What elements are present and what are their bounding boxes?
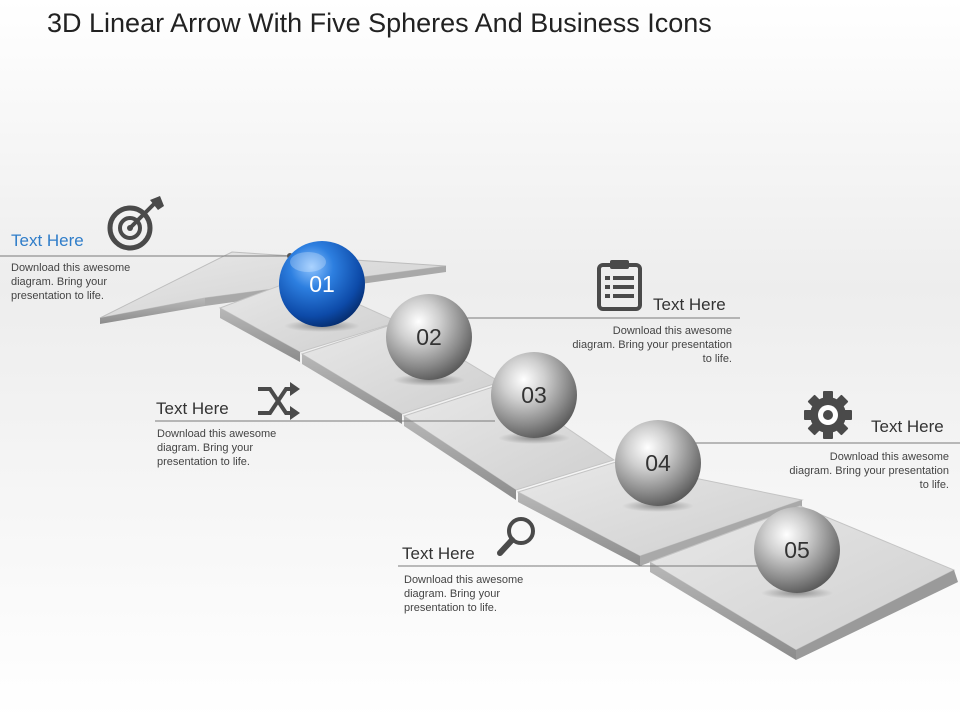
- shuffle-icon: [258, 382, 300, 420]
- sphere-5: 05: [754, 507, 840, 599]
- sphere-1: 01: [279, 241, 365, 332]
- step-5-heading: Text Here: [402, 544, 475, 563]
- clipboard-icon: [597, 260, 642, 311]
- target-icon: [107, 196, 164, 251]
- gear-icon: [804, 391, 852, 439]
- sphere-3: 03: [491, 352, 577, 444]
- step-4-heading: Text Here: [871, 417, 944, 436]
- step-2-heading: Text Here: [653, 295, 726, 314]
- step-2-body: Download this awesome diagram. Bring you…: [572, 325, 732, 365]
- step-1-body: Download this awesome diagram. Bring you…: [11, 262, 131, 302]
- connector-lines: [0, 255, 960, 567]
- sphere-number-4: 04: [645, 450, 671, 476]
- step-3-heading: Text Here: [156, 399, 229, 418]
- page-title: 3D Linear Arrow With Five Spheres And Bu…: [47, 8, 712, 38]
- magnifier-icon: [497, 517, 535, 556]
- step-5-body: Download this awesome diagram. Bring you…: [404, 574, 524, 614]
- sphere-4: 04: [615, 420, 701, 512]
- sphere-number-3: 03: [521, 382, 547, 408]
- sphere-number-1: 01: [309, 271, 335, 297]
- sphere-number-2: 02: [416, 324, 442, 350]
- step-3-body: Download this awesome diagram. Bring you…: [157, 428, 277, 468]
- step-4-body: Download this awesome diagram. Bring you…: [789, 451, 949, 491]
- sphere-number-5: 05: [784, 537, 810, 563]
- step-1-heading: Text Here: [11, 231, 84, 250]
- sphere-2: 02: [386, 294, 472, 386]
